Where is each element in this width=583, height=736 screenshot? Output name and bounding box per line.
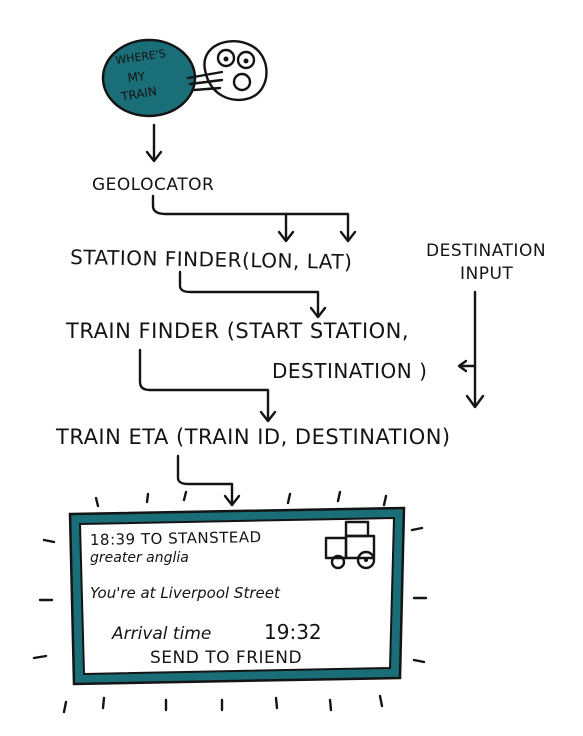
logo-text-line2: MY — [127, 69, 147, 85]
send-to-friend-button[interactable]: SEND TO FRIEND — [150, 648, 302, 668]
screen-location: You're at Liverpool Street — [90, 584, 281, 602]
screen-departure: 18:39 TO STANSTEAD — [90, 528, 262, 549]
screen-arrival-label: Arrival time — [111, 624, 211, 644]
train-icon — [324, 520, 376, 570]
node-destination-input-line1: DESTINATION — [426, 241, 546, 261]
connector-train-eta-to-screen — [176, 454, 241, 507]
connector-logo-to-geolocator — [145, 123, 163, 163]
node-destination-input-line2: INPUT — [460, 264, 513, 284]
screen-arrival-time: 19:32 — [264, 620, 322, 644]
connector-destination-input-down — [457, 290, 485, 409]
glow-ticks — [32, 490, 428, 714]
logo-text-line3: TRAIN — [119, 84, 158, 104]
connector-geolocator-to-station-finder — [151, 194, 357, 243]
connector-station-finder-to-train-finder — [178, 270, 327, 319]
node-train-eta: TRAIN ETA (TRAIN ID, DESTINATION) — [55, 425, 451, 449]
node-train-finder-line1: TRAIN FINDER (START STATION, — [65, 319, 409, 343]
node-station-finder: STATION FINDER(LON, LAT) — [70, 245, 353, 274]
connector-train-finder-to-train-eta — [138, 348, 277, 423]
eta-screen: 18:39 TO STANSTEAD greater anglia You're… — [68, 506, 406, 686]
peeking-face-icon — [186, 40, 268, 102]
app-logo: WHERE'S MY TRAIN — [101, 38, 268, 118]
screen-operator: greater anglia — [90, 550, 189, 566]
logo-badge — [101, 38, 197, 118]
node-geolocator: GEOLOCATOR — [92, 175, 214, 195]
node-train-finder-line2: DESTINATION ) — [272, 359, 427, 383]
